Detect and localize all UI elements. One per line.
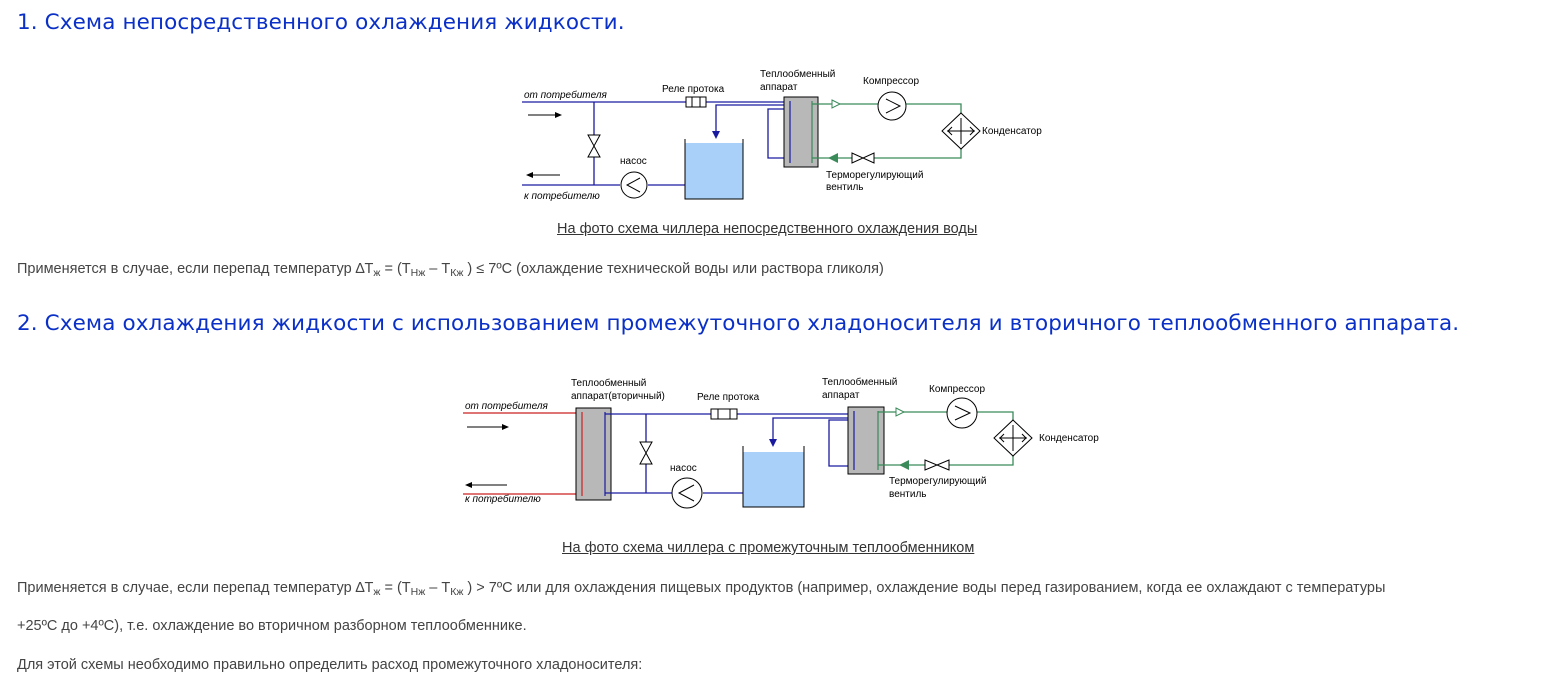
p2-text-eq: = (Т [380,580,411,596]
label-to-consumer-2: к потребителю [465,493,541,505]
caption-1[interactable]: На фото схема чиллера непосредственного … [557,221,978,237]
compressor-icon-2 [946,397,978,429]
paragraph-2-line2: +25ºС до +4ºС), т.е. охлаждение во втори… [17,618,527,634]
label-from-consumer: от потребителя [524,89,607,101]
label-condenser-2: Конденсатор [1039,433,1099,444]
paragraph-1: Применяется в случае, если перепад темпе… [17,261,884,279]
p1-text-eq: = (Т [380,261,411,277]
label-valve2-line1: Терморегулирующий [889,476,986,487]
label-from-consumer-2: от потребителя [465,400,548,412]
paragraph-3: Для этой схемы необходимо правильно опре… [17,657,643,673]
label-compressor: Компрессор [863,76,919,87]
caption-2[interactable]: На фото схема чиллера с промежуточным те… [562,540,975,556]
p2-sub-kzh: Кж [450,586,464,598]
heat-exchanger [783,96,819,168]
label-to-consumer: к потребителю [524,190,600,202]
p1-text: Применяется в случае, если перепад темпе… [17,261,374,277]
secondary-heat-exchanger [575,407,612,501]
p2-sub-zh: ж [373,586,381,598]
label-exchanger2-line1: Теплообменный [822,376,897,388]
label-flow-relay-2: Реле протока [697,392,760,403]
p1-sub-nzh: Нж [410,267,426,279]
p1-text-after: ) ≤ 7ºС (охлаждение технической воды или… [463,261,884,277]
pump-icon [620,171,648,199]
p2-text-minus: – Т [425,580,451,596]
compressor-icon [877,91,907,121]
label-condenser: Конденсатор [982,126,1042,137]
condenser-icon [941,112,981,150]
label-pump: насос [620,156,647,167]
label-secondary-line1: Теплообменный [571,377,646,389]
label-pump-2: насос [670,463,697,474]
diagram-intermediate-coolant: от потребителя к потребителю Теплообменн… [463,376,1099,509]
label-flow-relay: Реле протока [662,84,725,95]
label-exchanger-line2: аппарат [760,82,798,93]
expansion-valve-icon [851,152,875,164]
flow-relay-icon-2 [710,408,738,420]
diagram-direct-cooling: от потребителя к потребителю насос Реле … [522,68,1042,202]
p1-text-minus: – Т [425,261,451,277]
p1-sub-zh: ж [373,267,381,279]
p1-sub-kzh: Кж [450,267,464,279]
label-exchanger-line1: Теплообменный [760,68,835,80]
label-valve-line2: вентиль [826,182,864,193]
flow-relay-icon [685,96,707,108]
paragraph-2: Применяется в случае, если перепад темпе… [17,580,1385,598]
label-valve2-line2: вентиль [889,489,927,500]
section-2-heading: 2. Схема охлаждения жидкости с использов… [17,311,1460,336]
p2-text-after: ) > 7ºС или для охлаждения пищевых проду… [463,580,1386,596]
p2-text: Применяется в случае, если перепад темпе… [17,580,374,596]
bypass-valve-icon-2 [639,441,653,465]
expansion-valve-icon-2 [924,459,950,471]
bypass-valve-icon [587,134,601,158]
label-secondary-line2: аппарат(вторичный) [571,391,665,402]
label-valve-line1: Терморегулирующий [826,170,923,181]
label-compressor-2: Компрессор [929,384,985,395]
section-1-heading: 1. Схема непосредственного охлаждения жи… [17,10,625,35]
pump-icon-2 [671,477,703,509]
p2-sub-nzh: Нж [410,586,426,598]
tank [685,143,743,199]
condenser-icon-2 [993,419,1033,457]
label-exchanger2-line2: аппарат [822,390,860,401]
tank-2 [743,452,804,507]
